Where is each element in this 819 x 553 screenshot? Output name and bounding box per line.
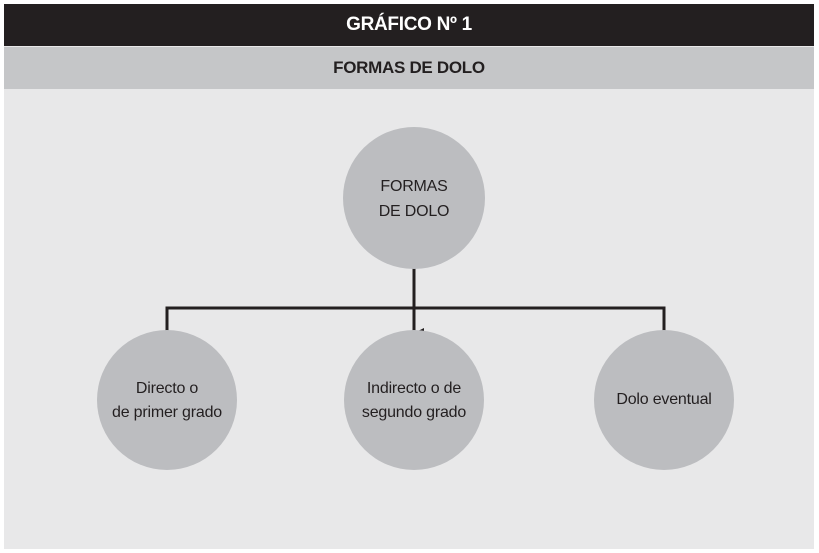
- node-indirect-circle: [344, 330, 484, 470]
- node-eventual: Dolo eventual: [594, 330, 734, 470]
- node-indirect-line-2: segundo grado: [362, 404, 466, 421]
- figure-subtitle: FORMAS DE DOLO: [4, 47, 814, 89]
- node-direct-line-1: Directo o: [136, 380, 199, 397]
- node-root-line-1: FORMAS: [380, 178, 447, 195]
- node-root-circle: [343, 127, 485, 269]
- node-indirect-line-1: Indirecto o de: [367, 380, 461, 397]
- connector-lines: [165, 265, 666, 340]
- node-root: FORMAS DE DOLO: [343, 127, 485, 269]
- node-root-line-2: DE DOLO: [379, 203, 450, 220]
- node-eventual-line-1: Dolo eventual: [616, 391, 711, 408]
- node-direct-circle: [97, 330, 237, 470]
- node-direct: Directo o de primer grado: [97, 330, 237, 470]
- node-eventual-circle: [594, 330, 734, 470]
- node-indirect: Indirecto o de segundo grado: [344, 330, 484, 470]
- node-direct-line-2: de primer grado: [112, 404, 222, 421]
- figure-title: GRÁFICO Nº 1: [4, 4, 814, 46]
